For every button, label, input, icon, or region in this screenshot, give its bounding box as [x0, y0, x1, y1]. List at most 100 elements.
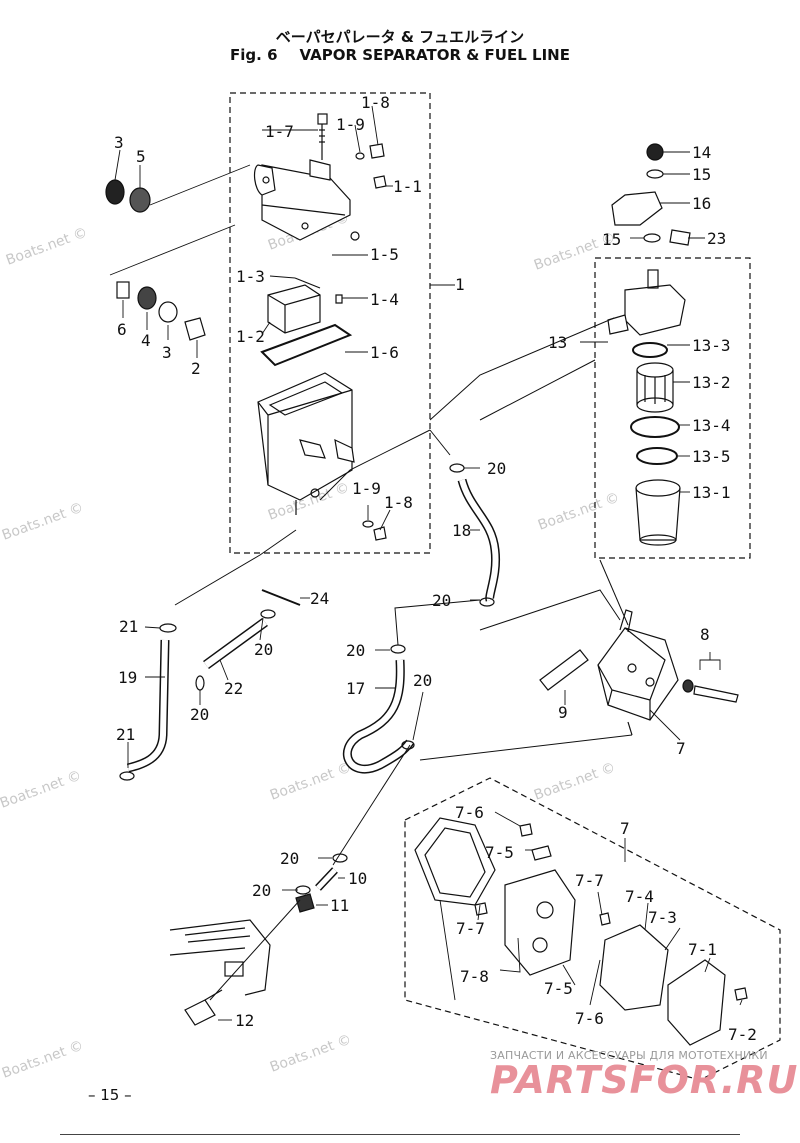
o-ring-13-3 — [632, 342, 668, 358]
gasket-1-6 — [260, 323, 353, 367]
callout-23: 23 — [707, 229, 726, 248]
callout-22: 22 — [224, 679, 243, 698]
callout-1-4: 1-4 — [370, 290, 399, 309]
watermark-text: Boats.net © — [536, 490, 622, 534]
grommet-3-upper — [105, 179, 125, 205]
o-ring-13-4 — [630, 416, 680, 438]
callout-15-lower: 15 — [602, 230, 621, 249]
pin-1-3 — [294, 277, 321, 289]
diaphragm-7-3 — [599, 924, 669, 1011]
bolt-2 — [184, 317, 206, 341]
callout-13-4: 13-4 — [692, 416, 731, 435]
plug-1-8-lower — [373, 526, 387, 541]
separator-cover — [253, 159, 360, 241]
callout-5: 5 — [136, 147, 146, 166]
fuel-pump-exploded-box — [404, 777, 781, 1081]
watermark-text: Boats.net © — [0, 1038, 86, 1082]
callout-7-5-lower: 7-5 — [544, 979, 573, 998]
callout-20: 20 — [432, 591, 451, 610]
callout-6: 6 — [117, 320, 127, 339]
callout-13-3: 13-3 — [692, 336, 731, 355]
callout-20: 20 — [190, 705, 209, 724]
check-valve-7-5 — [531, 845, 552, 861]
callout-15: 15 — [692, 165, 711, 184]
clip-20 — [479, 597, 495, 607]
clip-20 — [332, 853, 348, 863]
callout-13-1: 13-1 — [692, 483, 731, 502]
watermark-text: Boats.net © — [0, 500, 86, 544]
filter-bracket-16 — [611, 143, 691, 246]
callout-7: 7 — [676, 739, 686, 758]
callout-1-3: 1-3 — [236, 267, 265, 286]
clip-20 — [295, 885, 311, 895]
callout-7-6: 7-6 — [455, 803, 484, 822]
fitting-11 — [295, 893, 315, 913]
leader-lines — [109, 105, 743, 1021]
callout-7-2: 7-2 — [728, 1025, 757, 1044]
clip-20 — [390, 644, 406, 654]
fuel-pump-7 — [597, 609, 679, 736]
footer-subtitle: ЗАПЧАСТИ И АКСЕССУАРЫ ДЛЯ МОТОТЕХНИКИ — [490, 1049, 768, 1062]
callout-1-1: 1-1 — [393, 177, 422, 196]
washer-3-lower — [158, 301, 178, 323]
callout-1: 1 — [455, 275, 465, 294]
callout-21: 21 — [119, 617, 138, 636]
watermark-text: Boats.net © — [532, 760, 618, 804]
watermark-text: Boats.net © — [268, 760, 354, 804]
plug-1-8 — [369, 143, 385, 159]
watermark-text: Boats.net © — [0, 768, 84, 812]
callout-1-8: 1-8 — [361, 93, 390, 112]
figure-number: Fig. 6 — [230, 46, 278, 64]
screw-7-6 — [519, 823, 533, 837]
callout-7-4: 7-4 — [625, 887, 654, 906]
watermark-text: Boats.net © — [4, 225, 90, 269]
clip-21 — [119, 771, 135, 781]
callout-1-8-lower: 1-8 — [384, 493, 413, 512]
callout-13-2: 13-2 — [692, 373, 731, 392]
callout-20: 20 — [346, 641, 365, 660]
grommet-4 — [137, 286, 157, 310]
clip-20 — [449, 463, 465, 473]
callout-7-8: 7-8 — [460, 967, 489, 986]
callout-1-9-lower: 1-9 — [352, 479, 381, 498]
engine-block-fragment — [169, 919, 271, 996]
callout-16: 16 — [692, 194, 711, 213]
callout-3-lower: 3 — [162, 343, 172, 362]
gasket-9 — [539, 649, 589, 691]
vapor-separator-group-box — [229, 92, 431, 554]
callout-7-7-left: 7-7 — [456, 919, 485, 938]
figure-title: Fig. 6 VAPOR SEPARATOR & FUEL LINE — [0, 46, 800, 64]
callout-11: 11 — [330, 896, 349, 915]
figure-title-english: VAPOR SEPARATOR & FUEL LINE — [299, 46, 570, 64]
watermark-text: Boats.net © — [268, 1032, 354, 1076]
clip-24 — [261, 589, 301, 606]
callout-20: 20 — [487, 459, 506, 478]
callout-13: 13 — [548, 333, 567, 352]
screw-1-1 — [373, 175, 387, 189]
callout-20: 20 — [413, 671, 432, 690]
callout-1-7: 1-7 — [265, 122, 294, 141]
bottom-rule — [60, 1134, 740, 1135]
callout-3: 3 — [114, 133, 124, 152]
clip-20 — [195, 675, 205, 691]
callout-7-1: 7-1 — [688, 940, 717, 959]
filter-head-13 — [607, 269, 686, 336]
screw-7-7 — [474, 902, 488, 916]
callout-18: 18 — [452, 521, 471, 540]
footer-logo: PARTSFOR.RU — [490, 1058, 799, 1102]
callout-20: 20 — [280, 849, 299, 868]
washer-1-9-lower — [362, 520, 374, 528]
collar-5 — [129, 187, 151, 213]
filter-element-13-2 — [636, 362, 674, 413]
clip-21 — [159, 623, 177, 633]
bolt-8 — [682, 679, 739, 703]
callout-17: 17 — [346, 679, 365, 698]
callout-labels: 1-8 1-7 1-9 1-1 1-5 1-3 1-4 1-2 1-6 1 1-… — [114, 93, 757, 1044]
callout-7-7-right: 7-7 — [575, 871, 604, 890]
separator-bowl — [257, 372, 355, 515]
filter-group-box — [594, 257, 751, 559]
screw-1-7 — [317, 113, 328, 160]
callout-8: 8 — [700, 625, 710, 644]
callout-7-5: 7-5 — [485, 843, 514, 862]
